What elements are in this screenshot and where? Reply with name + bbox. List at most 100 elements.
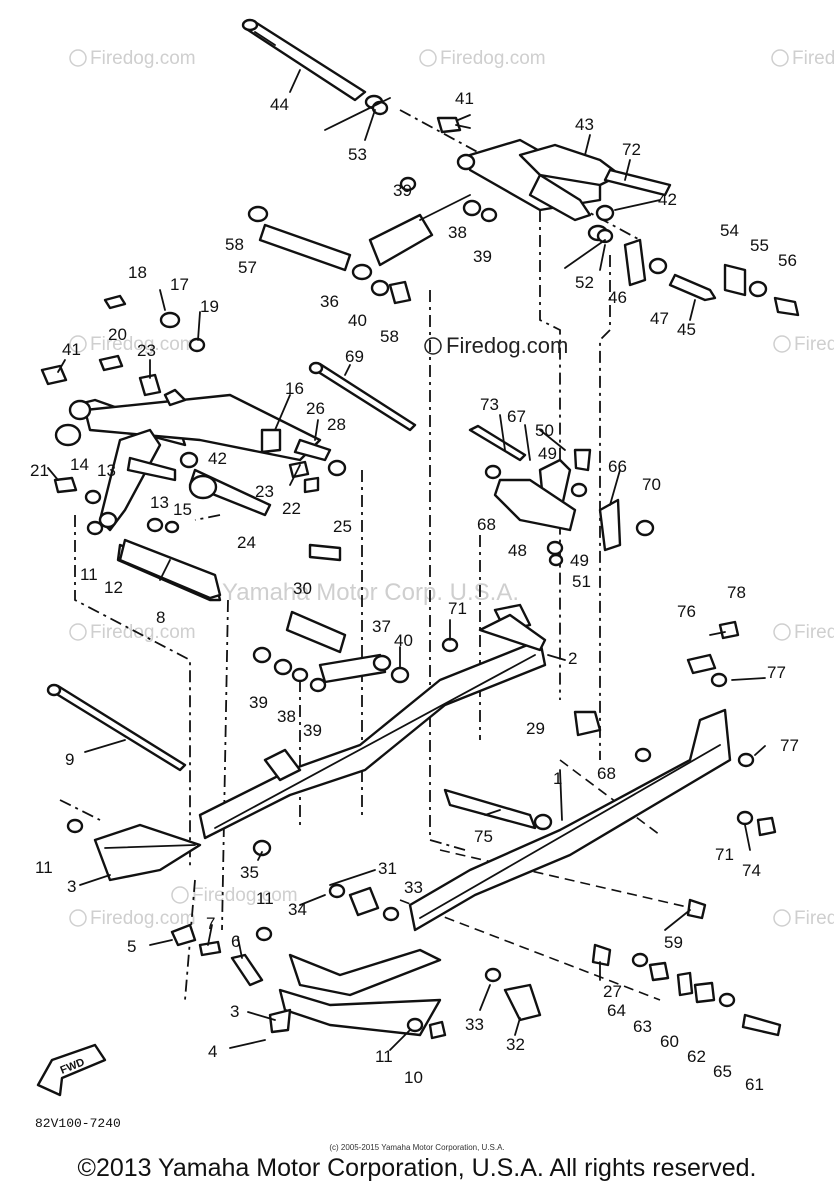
part-label: 23 [255,482,274,501]
part-label: 29 [526,719,545,738]
part-label: 13 [97,461,116,480]
watermark-text: Firedog.com [792,48,834,69]
part-label: 3 [67,877,76,896]
part-label: 15 [173,500,192,519]
part-label: 59 [664,933,683,952]
part-label: 11 [80,565,98,584]
part-label: 72 [622,140,641,159]
part-label: 70 [642,475,661,494]
part-rear-bracket-48 [468,424,655,567]
part-label: 20 [108,325,127,344]
watermark-text: Firedog.com [90,622,196,643]
part-label: 38 [448,223,467,242]
part-label: 62 [687,1047,706,1066]
part-label: 42 [208,449,227,468]
part-label: 21 [30,461,49,480]
part-label: 3 [230,1002,239,1021]
part-label: 30 [293,579,312,598]
part-label: 1 [553,769,562,788]
part-label: 32 [506,1035,525,1054]
part-label: 36 [320,292,339,311]
watermark-layer: Firedog.com Firedog.com Firedog.com Fire… [69,48,834,929]
watermark-text: Firedog.com [794,622,834,643]
part-label: 40 [348,311,367,330]
part-label: 74 [742,861,761,880]
part-label: 71 [715,845,734,864]
part-label: 5 [127,937,136,956]
part-labels: 44 53 41 43 72 39 38 39 42 58 57 36 40 5… [30,89,799,1094]
part-label: 39 [303,721,322,740]
watermark-center: Firedog.com [446,333,568,358]
part-label: 63 [633,1017,652,1036]
part-label: 41 [62,340,81,359]
part-label: 25 [333,517,352,536]
part-label: 27 [603,982,622,1001]
part-label: 60 [660,1032,679,1051]
part-label: 11 [256,889,274,908]
part-shaft-44 [241,18,391,131]
part-label: 42 [658,190,677,209]
part-label: 67 [507,407,526,426]
part-label: 7 [206,914,215,933]
part-label: 50 [535,421,554,440]
part-label: 51 [572,572,591,591]
part-link-57 [247,205,352,272]
fwd-direction-tag: FWD [36,1043,107,1097]
part-label: 49 [538,444,557,463]
part-bolt-69 [308,361,417,432]
part-label: 58 [225,235,244,254]
part-label: 19 [200,297,219,316]
part-label: 18 [128,263,147,282]
part-shock-absorber [351,176,498,305]
part-label: 39 [473,247,492,266]
part-label: 64 [607,1001,626,1020]
part-label: 16 [285,379,304,398]
watermark-yamaha: Yamaha Motor Corp. U.S.A. [222,579,519,606]
part-upper-arm-43 [436,116,672,269]
part-label: 58 [380,327,399,346]
part-label: 56 [778,251,797,270]
watermark-text: Firedog.com [90,908,196,929]
part-label: 68 [597,764,616,783]
part-label: 26 [306,399,325,418]
part-label: 4 [208,1042,217,1061]
part-label: 53 [348,145,367,164]
part-label: 14 [70,455,89,474]
part-label: 33 [404,878,423,897]
part-label: 77 [767,663,786,682]
part-label: 77 [780,736,799,755]
part-front-arm-16 [40,294,347,602]
part-label: 38 [277,707,296,726]
part-label: 76 [677,602,696,621]
part-label: 48 [508,541,527,560]
part-label: 13 [150,493,169,512]
part-center-shafts [118,538,459,693]
part-label: 52 [575,273,594,292]
part-label: 22 [282,499,301,518]
part-label: 39 [249,693,268,712]
part-label: 57 [238,258,257,277]
part-label: 61 [745,1075,764,1094]
copyright-footer: ©2013 Yamaha Motor Corporation, U.S.A. A… [77,1154,757,1182]
part-label: 6 [231,932,240,951]
part-label: 24 [237,533,256,552]
diagram-code: 82V100-7240 [35,1116,121,1131]
part-label: 41 [455,89,474,108]
part-label: 33 [465,1015,484,1034]
part-slide-rail-2 [198,603,547,840]
watermark-text: Firedog.com [794,908,834,929]
part-label: 49 [570,551,589,570]
part-label: 78 [727,583,746,602]
part-label: 40 [394,631,413,650]
part-label: 54 [720,221,739,240]
part-label: 55 [750,236,769,255]
part-label: 66 [608,457,627,476]
part-label: 28 [327,415,346,434]
part-label: 75 [474,827,493,846]
part-label: 2 [568,649,577,668]
part-label: 10 [404,1068,423,1087]
part-label: 8 [156,608,165,627]
part-label: 71 [448,599,467,618]
part-ski-lower-3 [278,948,442,1037]
part-label: 69 [345,347,364,366]
